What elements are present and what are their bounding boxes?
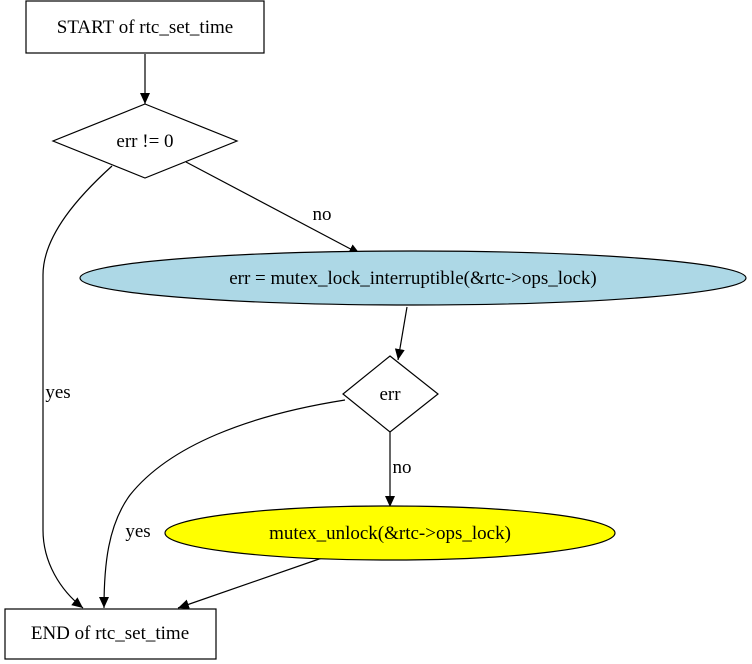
- node-start: START of rtc_set_time: [25, 0, 265, 54]
- node-end: END of rtc_set_time: [4, 608, 217, 660]
- node-unlock-call-label: mutex_unlock(&rtc->ops_lock): [269, 523, 511, 544]
- node-end-box: [4, 608, 217, 660]
- edge-labels: no yes no yes: [45, 204, 411, 542]
- node-unlock-call: mutex_unlock(&rtc->ops_lock): [164, 505, 616, 561]
- edge-label-cond1-no: no: [313, 204, 332, 225]
- edge-label-cond1-yes: yes: [45, 382, 70, 403]
- edge-label-cond2-no: no: [393, 457, 412, 478]
- node-cond-err-ne-0-diamond: [51, 103, 239, 179]
- edge-label-cond2-yes: yes: [125, 521, 150, 542]
- edge-cond1-yes-to-end: [42, 165, 113, 609]
- node-end-label: END of rtc_set_time: [31, 623, 189, 644]
- node-lock-call: err = mutex_lock_interruptible(&rtc->ops…: [79, 250, 747, 306]
- node-unlock-call-ellipse: [164, 505, 616, 561]
- edge-lock-to-cond2: [394, 306, 408, 361]
- node-lock-call-ellipse: [79, 250, 747, 306]
- edge-unlock-to-end: [177, 557, 323, 610]
- edge-cond2-yes-to-end: [99, 399, 346, 609]
- edge-cond1-no-to-lock: [185, 161, 361, 255]
- edges: [42, 54, 408, 610]
- node-cond-err-diamond: [342, 355, 439, 433]
- node-start-label: START of rtc_set_time: [57, 17, 233, 38]
- node-cond-err: err: [342, 355, 439, 433]
- node-lock-call-label: err = mutex_lock_interruptible(&rtc->ops…: [229, 268, 597, 289]
- node-start-box: [25, 0, 265, 54]
- node-cond-err-label: err: [379, 384, 401, 405]
- node-cond-err-ne-0-label: err != 0: [116, 131, 173, 152]
- node-cond-err-ne-0: err != 0: [51, 103, 239, 179]
